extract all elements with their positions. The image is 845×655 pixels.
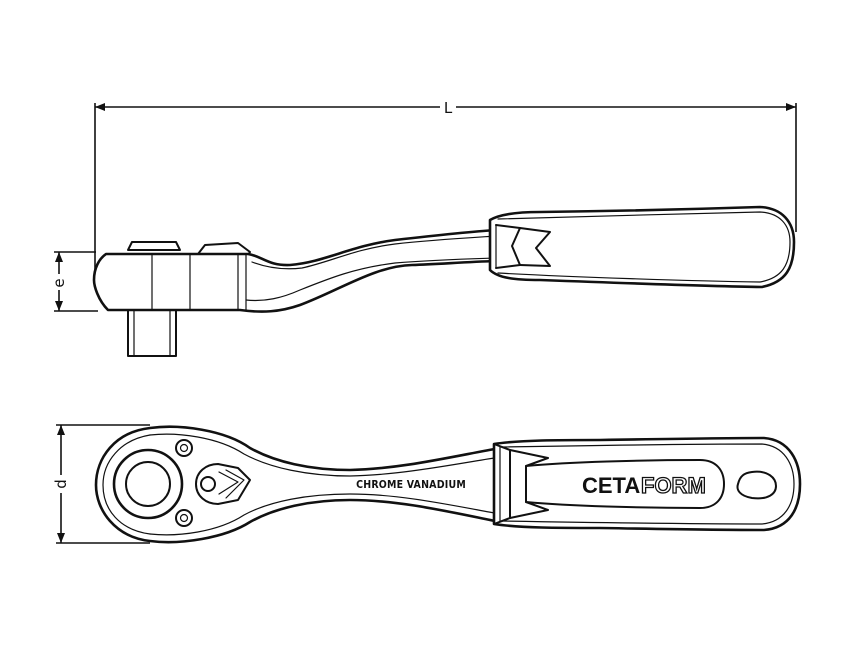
shaft-side <box>92 228 498 313</box>
handle-side <box>488 205 796 289</box>
dimension-d: d <box>52 424 150 544</box>
dimension-label-diameter: d <box>52 479 70 489</box>
release-knob <box>127 241 181 251</box>
dimension-label-length: L <box>444 99 453 117</box>
handle-top <box>492 436 802 532</box>
ratchet-side-view <box>92 205 796 357</box>
brand-form: FORM <box>641 473 706 498</box>
ratchet-top-view: CHROME VANADIUM CETA FORM <box>94 425 802 544</box>
screw-top <box>175 439 193 457</box>
grip-recess <box>525 459 725 509</box>
head-outline <box>94 425 502 544</box>
dimension-label-height: e <box>50 278 68 287</box>
screw-bottom <box>175 509 193 527</box>
hang-hole <box>736 470 777 500</box>
selector-lever <box>195 463 251 505</box>
brand-cetaf: CETA <box>582 473 640 498</box>
square-drive <box>127 309 177 357</box>
drive-hole <box>125 461 171 507</box>
dimension-e: e <box>50 251 98 312</box>
dimension-L: L <box>94 99 797 272</box>
engraving-text: CHROME VANADIUM <box>356 479 466 491</box>
